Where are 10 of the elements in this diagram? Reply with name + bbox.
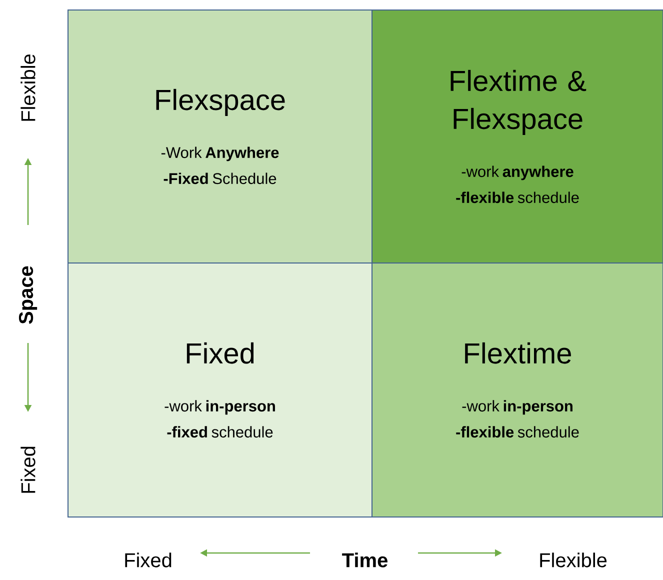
- axis-label: Time: [342, 552, 388, 568]
- quadrant-box: Flexspace -Work Anywhere -Fixed Schedule: [68, 10, 372, 264]
- quadrant-box: Flextime & Flexspace -work anywhere -flexible schedule: [372, 10, 663, 264]
- axis-label: Fixed: [20, 446, 36, 493]
- axis-label: Flexible: [20, 54, 36, 121]
- axis-label: Space: [18, 266, 38, 324]
- axis-label: Flexible: [540, 552, 607, 568]
- axis-label: Fixed: [125, 552, 172, 568]
- quadrant-box: Flextime -work in-person -flexible schedule: [372, 262, 663, 518]
- quadrant-box: Fixed -work in-person -fixed schedule: [68, 262, 372, 518]
